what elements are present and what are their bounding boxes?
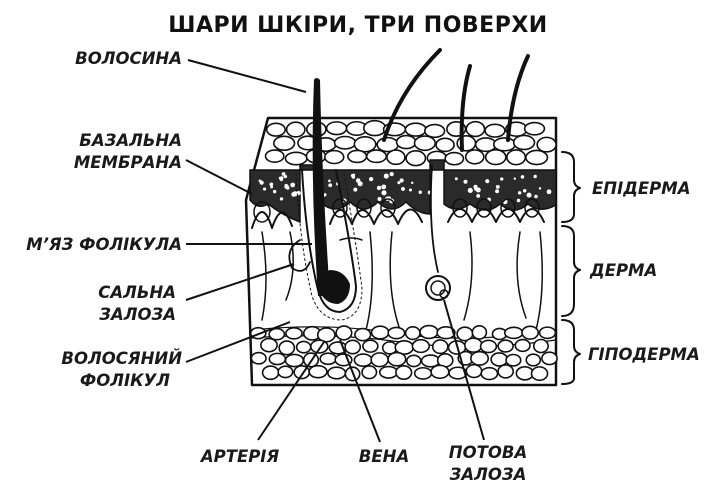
label-hair-follicle-line2: ФОЛІКУЛ [80, 371, 170, 390]
label-basal-membrane-line2: МЕМБРАНА [74, 153, 182, 172]
label-sebaceous-line1: САЛЬНА [98, 283, 176, 302]
epidermis-band [250, 160, 556, 222]
label-sweat-gland-line2: ЗАЛОЗА [449, 465, 527, 484]
label-sebaceous-line2: ЗАЛОЗА [98, 305, 176, 324]
layer-brackets [562, 152, 580, 384]
diagram-title: ШАРИ ШКІРИ, ТРИ ПОВЕРХИ [168, 13, 547, 38]
label-artery: АРТЕРІЯ [199, 447, 280, 466]
label-sweat-gland-line1: ПОТОВА [449, 443, 527, 462]
stratum-corneum [266, 121, 557, 166]
label-hypodermis: ГІПОДЕРМА [588, 345, 700, 364]
label-basal-membrane-line1: БАЗАЛЬНА [79, 131, 182, 150]
label-dermis: ДЕРМА [589, 261, 657, 280]
skin-cross-section [246, 50, 557, 385]
label-hair: ВОЛОСИНА [75, 49, 182, 68]
label-epidermis: ЕПІДЕРМА [592, 179, 690, 198]
label-vein: ВЕНА [359, 447, 409, 466]
label-hair-follicle-line1: ВОЛОСЯНИЙ [61, 349, 182, 368]
hypodermis-fat-cells [251, 326, 557, 381]
label-follicle-muscle: М’ЯЗ ФОЛІКУЛА [26, 235, 182, 254]
